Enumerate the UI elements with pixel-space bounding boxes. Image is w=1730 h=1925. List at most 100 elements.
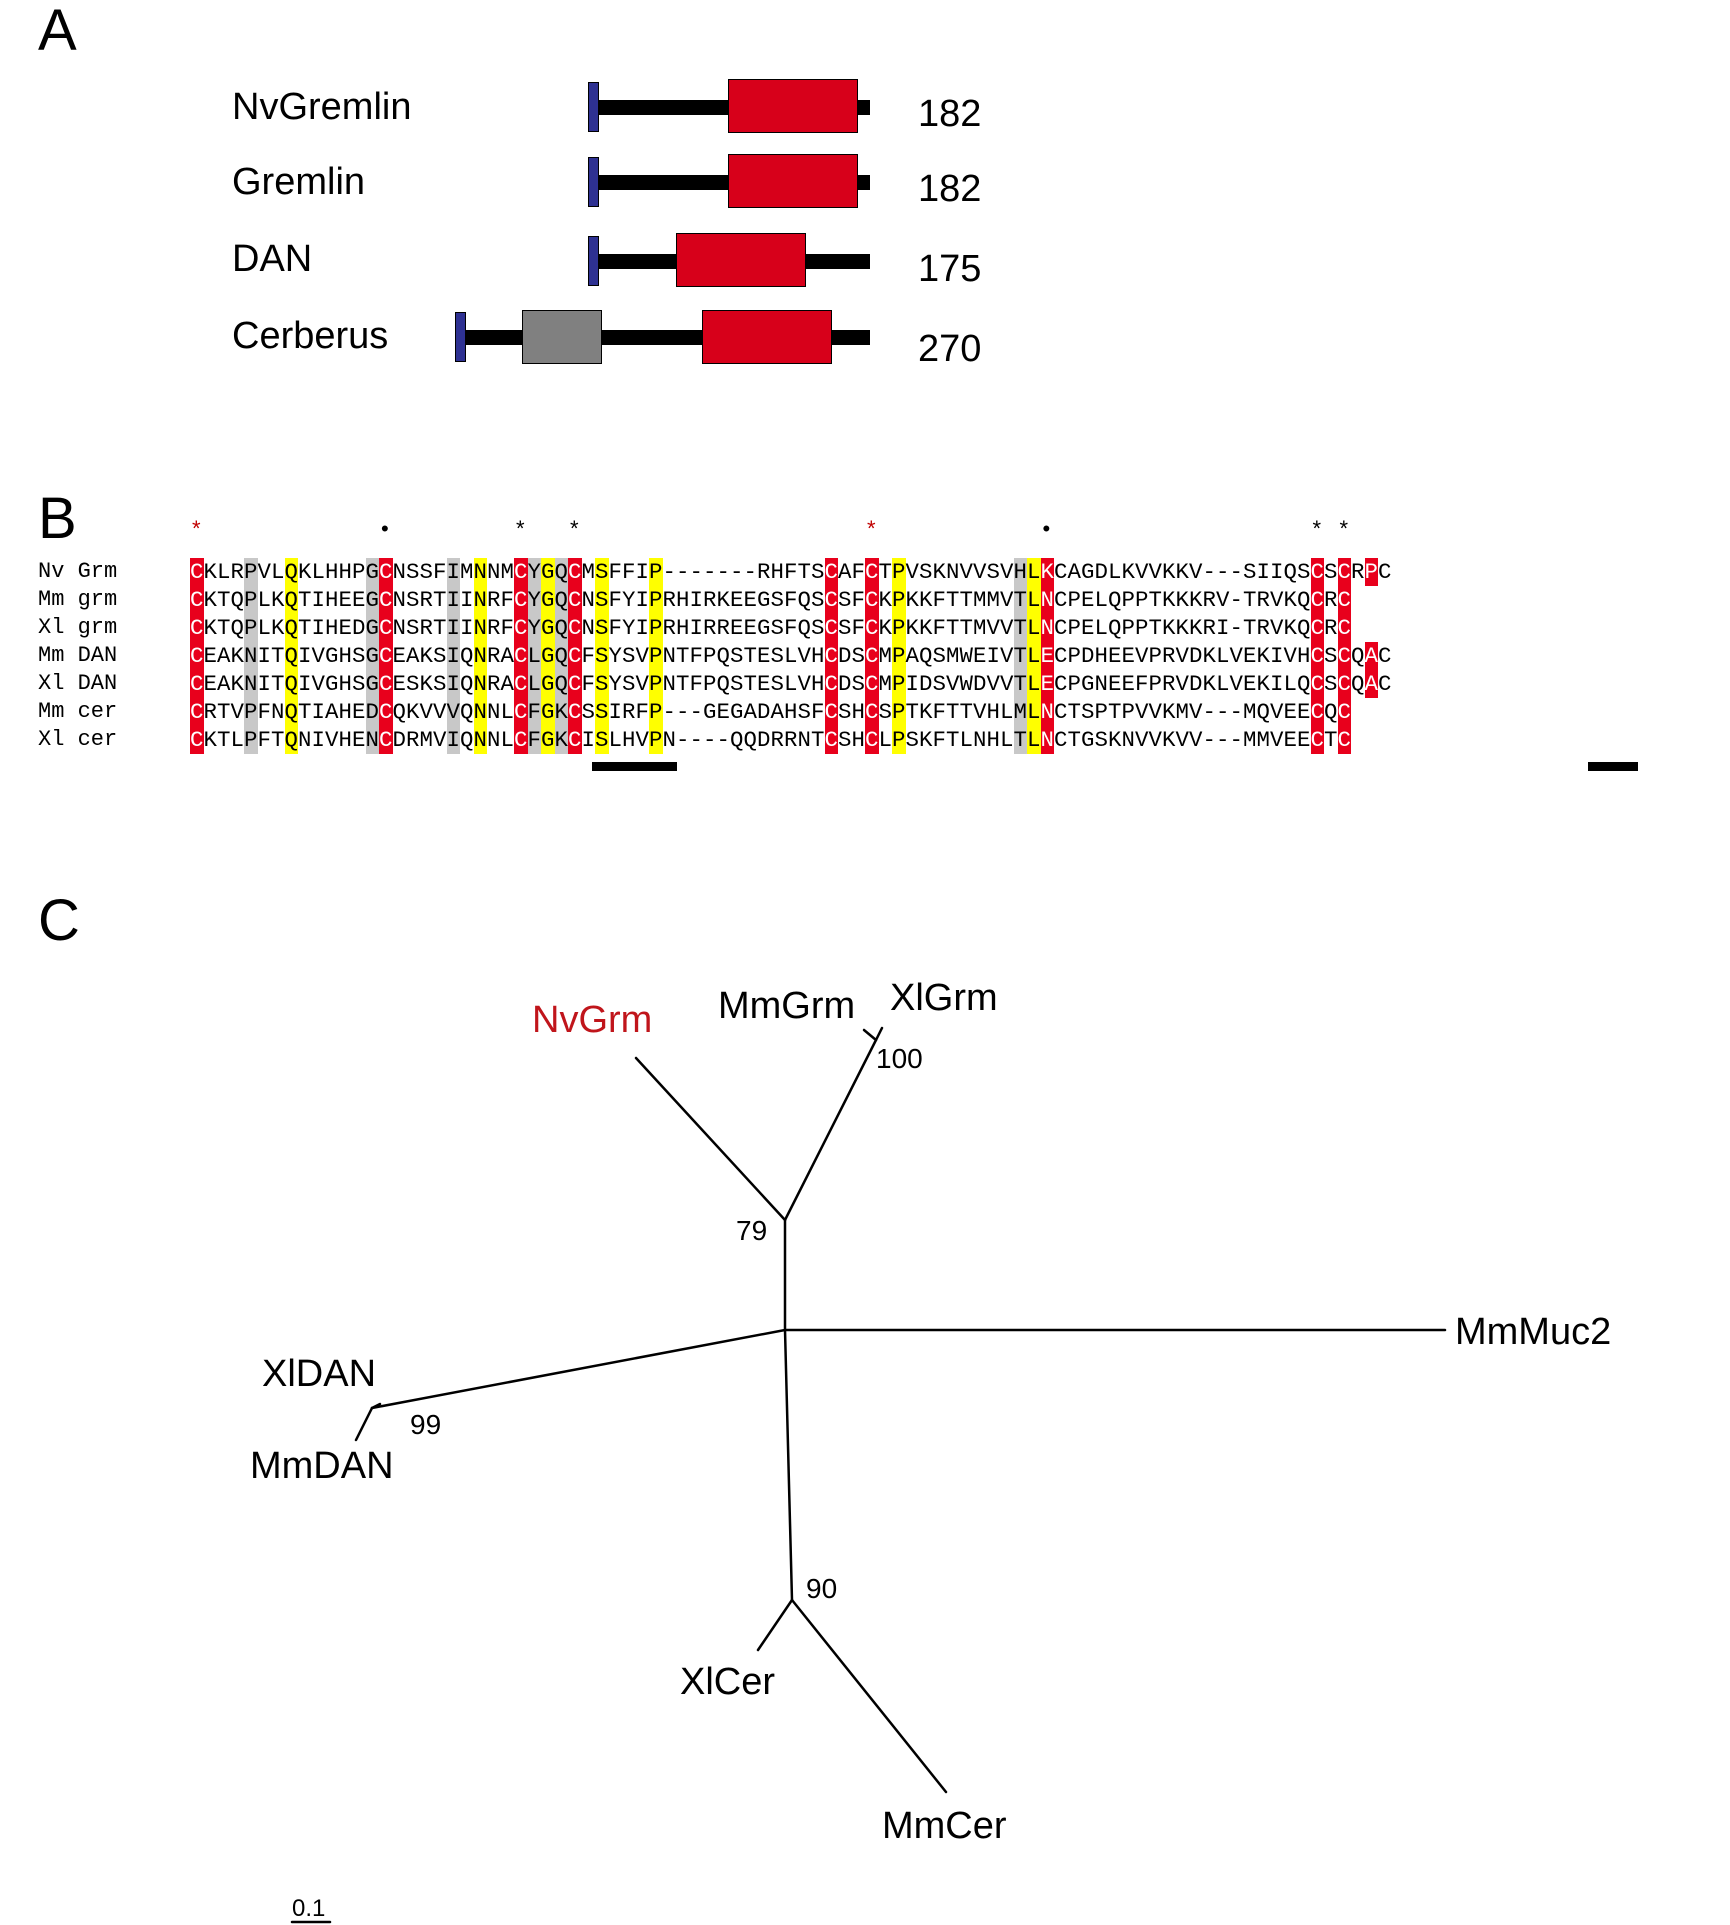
alignment-residue: L <box>527 642 541 670</box>
alignment-residue: I <box>1270 643 1284 669</box>
alignment-residue: E <box>1040 642 1054 670</box>
alignment-residue: Q <box>284 670 298 698</box>
alignment-residue: R <box>1162 671 1176 697</box>
alignment-residue: F <box>527 726 541 754</box>
alignment-residue: Q <box>1108 615 1122 641</box>
alignment-residue: Q <box>460 643 474 669</box>
alignment-residue: N <box>487 699 501 725</box>
alignment-residue: C <box>1054 727 1068 753</box>
alignment-residue: C <box>514 670 528 698</box>
alignment-residue: L <box>311 559 325 585</box>
alignment-residue: K <box>919 727 933 753</box>
alignment-residue: S <box>986 559 1000 585</box>
alignment-residue: - <box>1229 587 1243 613</box>
alignment-residue: Q <box>460 727 474 753</box>
alignment-residue: N <box>1094 671 1108 697</box>
alignment-residue: Y <box>527 586 541 614</box>
alignment-residue: V <box>1135 643 1149 669</box>
alignment-residue: K <box>271 587 285 613</box>
alignment-residue: E <box>1283 699 1297 725</box>
alignment-residue: R <box>230 559 244 585</box>
alignment-residue: V <box>1000 587 1014 613</box>
alignment-residue: E <box>1297 699 1311 725</box>
alignment-residue: C <box>514 642 528 670</box>
alignment-residue: N <box>973 727 987 753</box>
alignment-residue: E <box>1040 670 1054 698</box>
alignment-residue: Q <box>1297 615 1311 641</box>
alignment-residue: L <box>878 727 892 753</box>
alignment-residue: A <box>770 699 784 725</box>
alignment-residue: M <box>500 559 514 585</box>
alignment-residue: V <box>1148 559 1162 585</box>
alignment-residue: S <box>770 587 784 613</box>
protein-length: 182 <box>918 93 982 135</box>
alignment-residue: K <box>919 699 933 725</box>
alignment-residue: F <box>257 699 271 725</box>
alignment-residue: K <box>1162 587 1176 613</box>
alignment-residue: P <box>892 642 906 670</box>
alignment-residue: R <box>1162 643 1176 669</box>
alignment-residue: K <box>1175 615 1189 641</box>
alignment-residue: C <box>1054 615 1068 641</box>
alignment-residue: K <box>1283 587 1297 613</box>
alignment-residue: F <box>851 587 865 613</box>
alignment-residue: C <box>1054 587 1068 613</box>
alignment-residue: P <box>244 726 258 754</box>
alignment-residue: E <box>1108 671 1122 697</box>
alignment-residue: F <box>689 671 703 697</box>
alignment-sequence: CEAKNITQIVGHSGCESKSIQNRACLGQCFSYSVPNTFPQ… <box>190 670 1392 698</box>
alignment-residue: C <box>568 642 582 670</box>
alignment-residue: C <box>1337 698 1351 726</box>
alignment-residue: P <box>1067 643 1081 669</box>
alignment-residue: R <box>716 615 730 641</box>
alignment-residue: - <box>1229 699 1243 725</box>
alignment-residue: K <box>1189 615 1203 641</box>
branch-cer <box>783 1328 794 1602</box>
alignment-residue: S <box>352 671 366 697</box>
taxon-label-xlgrm: XlGrm <box>890 977 998 1019</box>
alignment-residue: C <box>514 726 528 754</box>
alignment-residue: C <box>1310 642 1324 670</box>
alignment-residue: N <box>581 615 595 641</box>
alignment-residue: C <box>1337 558 1351 586</box>
alignment-residue: M <box>581 559 595 585</box>
alignment-residue: C <box>568 586 582 614</box>
alignment-residue: H <box>338 699 352 725</box>
alignment-residue: M <box>1243 727 1257 753</box>
alignment-residue: M <box>1175 699 1189 725</box>
alignment-residue: E <box>352 699 366 725</box>
alignment-residue: P <box>892 558 906 586</box>
alignment-residue: Y <box>527 614 541 642</box>
alignment-residue: N <box>662 727 676 753</box>
alignment-residue: K <box>1283 615 1297 641</box>
alignment-residue: H <box>338 727 352 753</box>
alignment-residue: K <box>1162 615 1176 641</box>
alignment-residue: V <box>1189 559 1203 585</box>
alignment-residue: Q <box>284 586 298 614</box>
alignment-residue: T <box>959 615 973 641</box>
alignment-residue: M <box>419 727 433 753</box>
alignment-residue: C <box>865 614 879 642</box>
alignment-residue: C <box>568 558 582 586</box>
alignment-residue: S <box>595 558 609 586</box>
alignment-residue: F <box>500 587 514 613</box>
alignment-residue: I <box>446 614 460 642</box>
alignment-residue: T <box>217 699 231 725</box>
alignment-residue: F <box>608 587 622 613</box>
alignment-residue: C <box>379 558 393 586</box>
alignment-residue: K <box>905 587 919 613</box>
alignment-residue: L <box>257 615 271 641</box>
alignment-sequence: CRTVPFNQTIAHEDCQKVVVQNNLCFGKCSSIRFP---GE… <box>190 698 1351 726</box>
alignment-residue: H <box>325 615 339 641</box>
alignment-residue: F <box>784 587 798 613</box>
alignment-residue: S <box>797 699 811 725</box>
alignment-residue: G <box>541 642 555 670</box>
alignment-residue: Y <box>622 587 636 613</box>
cysteine-knot-domain <box>676 233 806 287</box>
alignment-residue: I <box>1270 559 1284 585</box>
alignment-residue: P <box>649 558 663 586</box>
alignment-residue: K <box>919 587 933 613</box>
conservation-mark: • <box>381 516 389 541</box>
alignment-residue: S <box>1324 671 1338 697</box>
